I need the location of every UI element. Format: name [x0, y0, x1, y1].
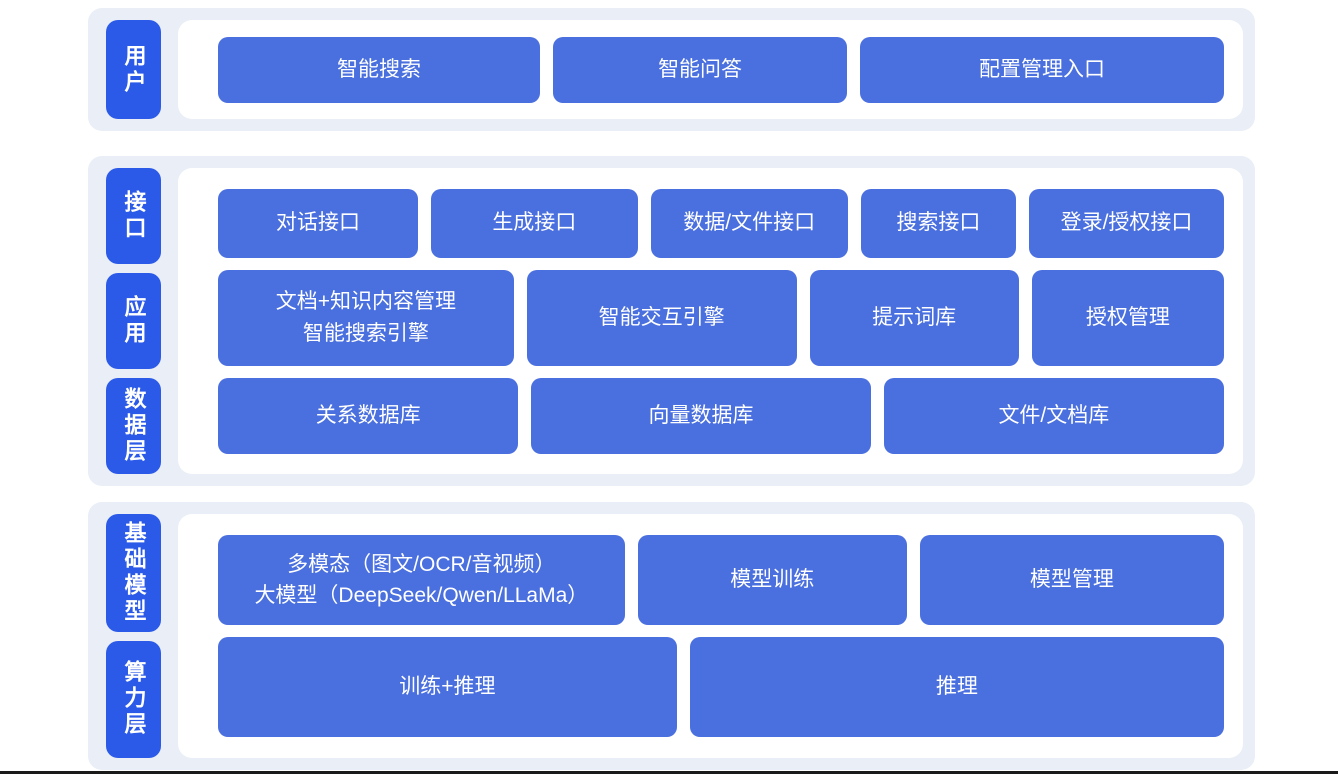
node-search-api: 搜索接口	[860, 188, 1017, 258]
row-user-entries: 智能搜索 智能问答 配置管理入口	[218, 36, 1224, 103]
layer-label-foundation-model-text: 基础模型	[121, 520, 147, 625]
bottom-border-line	[0, 771, 1338, 774]
layer-label-application-text: 应用	[121, 295, 147, 347]
row-compute: 训练+推理 推理	[218, 637, 1224, 737]
layer-label-data: 数据层	[106, 378, 161, 474]
layer-band-user: 用户 智能搜索 智能问答 配置管理入口	[88, 8, 1255, 131]
row-applications: 文档+知识内容管理 智能搜索引擎 智能交互引擎 提示词库 授权管理	[218, 269, 1224, 366]
node-multimodal-llm: 多模态（图文/OCR/音视频） 大模型（DeepSeek/Qwen/LLaMa）	[218, 535, 625, 625]
node-smart-qa: 智能问答	[553, 36, 848, 103]
node-training-inference: 训练+推理	[218, 637, 677, 737]
node-config-management-entry: 配置管理入口	[860, 36, 1224, 103]
node-doc-knowledge-search-engine: 文档+知识内容管理 智能搜索引擎	[218, 269, 514, 366]
row-foundation-models: 多模态（图文/OCR/音视频） 大模型（DeepSeek/Qwen/LLaMa）…	[218, 535, 1224, 625]
layer-label-foundation-model: 基础模型	[106, 514, 161, 632]
layer-label-interface-text: 接口	[121, 190, 147, 242]
node-inference: 推理	[689, 637, 1224, 737]
layer-labels-base: 基础模型 算力层	[106, 514, 161, 758]
panel-user: 智能搜索 智能问答 配置管理入口	[178, 20, 1243, 119]
node-dialog-api: 对话接口	[218, 188, 418, 258]
node-data-file-api: 数据/文件接口	[650, 188, 848, 258]
node-relational-db: 关系数据库	[218, 377, 519, 454]
node-smart-search: 智能搜索	[218, 36, 541, 103]
panel-base: 多模态（图文/OCR/音视频） 大模型（DeepSeek/Qwen/LLaMa）…	[178, 514, 1243, 758]
row-data-stores: 关系数据库 向量数据库 文件/文档库	[218, 377, 1225, 454]
layer-stack: 用户 智能搜索 智能问答 配置管理入口 接口 应用	[88, 8, 1255, 770]
layer-label-application: 应用	[106, 273, 161, 369]
node-model-training: 模型训练	[637, 535, 907, 625]
layer-band-model-compute: 基础模型 算力层 多模态（图文/OCR/音视频） 大模型（DeepSeek/Qw…	[88, 502, 1255, 770]
panel-mid: 对话接口 生成接口 数据/文件接口 搜索接口 登录/授权接口 文档+知识内容管理…	[178, 168, 1243, 474]
layer-label-data-text: 数据层	[121, 387, 147, 465]
node-vector-db: 向量数据库	[531, 377, 871, 454]
layer-label-user-text: 用户	[121, 43, 147, 96]
node-prompt-library: 提示词库	[809, 269, 1019, 366]
layer-labels-mid: 接口 应用 数据层	[106, 168, 161, 474]
node-auth-management: 授权管理	[1031, 269, 1224, 366]
layer-label-compute-text: 算力层	[121, 660, 147, 739]
layer-label-interface: 接口	[106, 168, 161, 264]
node-interactive-engine: 智能交互引擎	[526, 269, 797, 366]
layer-labels-user: 用户	[106, 20, 161, 119]
node-generation-api: 生成接口	[430, 188, 638, 258]
node-file-doc-store: 文件/文档库	[883, 377, 1225, 454]
row-interfaces: 对话接口 生成接口 数据/文件接口 搜索接口 登录/授权接口	[218, 188, 1224, 258]
node-login-auth-api: 登录/授权接口	[1029, 188, 1224, 258]
layer-band-interface-app-data: 接口 应用 数据层 对话接口 生成接口 数据/文件接口 搜索接口 登录/授权接口	[88, 156, 1255, 486]
layer-label-user: 用户	[106, 20, 161, 119]
node-model-management: 模型管理	[919, 535, 1224, 625]
layer-label-compute: 算力层	[106, 640, 161, 758]
